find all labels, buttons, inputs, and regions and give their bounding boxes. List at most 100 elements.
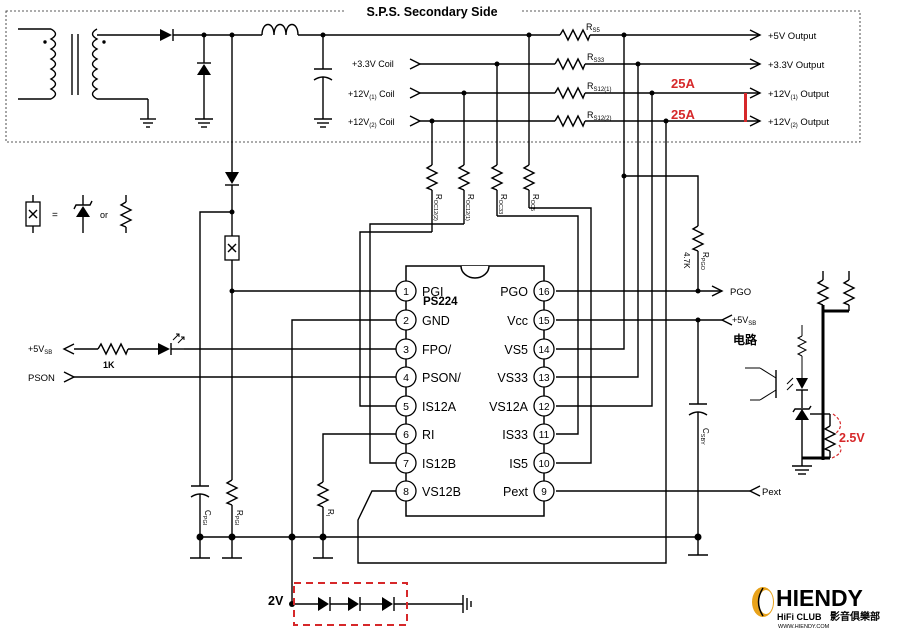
output-5v-label: +5V Output [768,31,817,42]
ic-pin-circle [395,452,417,474]
chassis-ground [462,595,472,613]
resistor-rpgo [691,225,705,252]
ic-pin-number: 12 [538,402,550,413]
ic-pin-label: IS5 [509,457,528,471]
rs5-label: RS5 [586,22,601,34]
tl431-reference-circuit [745,271,856,475]
ic-pin-number: 16 [538,287,550,298]
resistor-rs12b [554,114,586,128]
ic-pin-number: 4 [403,372,409,384]
rpgi-label: RPGI [233,510,244,526]
csby-label: CSBY [699,428,710,445]
output-12a-label: +12V(1) Output [768,89,829,101]
ic-pin-number: 13 [538,373,550,384]
fpo-led [158,333,185,355]
resistor-rs33 [554,57,586,71]
ic-right-pins: 16PGO15Vcc14VS513VS3312VS12A11IS3310IS59… [489,280,555,502]
ic-pin-number: 9 [541,487,547,498]
ic-pin-number: 1 [403,286,409,298]
ground-symbol [314,118,332,128]
ic-pin-label: VS12A [489,400,529,414]
rectifier-diode [160,29,174,41]
title-background [345,2,520,20]
resistor-roc12-1 [457,164,471,191]
ic-pin-label: VS12B [422,485,461,499]
resistor-ri [316,481,330,508]
ic-pin-label: VS5 [504,343,528,357]
rs12a-label: RS12(1) [587,81,612,93]
ic-name: PS224 [423,296,458,308]
ic-ps224 [405,265,545,517]
ic-pin-label: PGO [500,285,528,299]
ground-symbol [195,118,213,128]
rs33-label: RS33 [587,52,605,64]
diode-highlight-box [293,582,408,626]
ic-pin-number: 2 [403,315,409,327]
rail-bridge-marker [744,93,747,122]
ic-pin-label: GND [422,314,450,328]
legend-equals: = [52,210,58,221]
pgi-fuse-element [224,235,240,261]
cpgi-label: CPGI [201,510,212,526]
roc5-label: ROC5 [529,194,540,211]
roc12-2-label: ROC12(2) [432,194,443,221]
rpgo-value: 4.7K [682,252,691,269]
roc33-label: ROC33 [497,194,508,214]
ic-pin-circle [533,423,555,445]
ic-pin-label: IS12B [422,457,456,471]
ic-pin-label: IS33 [502,428,528,442]
logo-cn: 影音俱樂部 [830,610,880,623]
ic-pin-label: PSON/ [422,371,461,385]
resistor-roc5 [522,164,536,191]
coil-12b-label: +12V(2) Coil [348,117,395,129]
r1k-label: 1K [103,360,115,370]
ic-pin-circle [533,395,555,417]
current-annotation-a: 25A [671,76,695,91]
logo-sub: HiFi CLUB [777,612,822,622]
ic-pin-number: 8 [403,486,409,498]
ic-pin-label: IS12A [422,400,457,414]
ic-pin-label: RI [422,428,435,442]
ic-pin-label: VS33 [497,371,528,385]
ic-pin-label: PGI [422,285,444,299]
resistor-1k [97,342,129,356]
transformer [18,28,160,119]
ic-pin-number: 15 [538,316,550,327]
legend-or: or [100,210,108,220]
resistor-rs12a [554,86,586,100]
ic-pin-number: 6 [403,429,409,441]
freewheel-diode [197,62,211,75]
coil-33-label: +3.3V Coil [352,59,394,69]
circuit-label-cn: 电路 [733,332,758,347]
diagram-title: S.P.S. Secondary Side [366,5,497,19]
hiendy-logo [752,587,774,617]
resistor-rpgi [225,479,239,506]
ic-pin-circle [533,366,555,388]
logo-brand: HIENDY [776,585,863,611]
output-inductor [261,23,299,36]
current-annotation-b: 25A [671,107,695,122]
ic-pin-number: 7 [403,458,409,470]
ic-pin-label: Vcc [507,314,528,328]
resistor-roc12-2 [425,164,439,191]
ic-pin-label: Pext [503,485,529,499]
vsb-left-label: +5VSB [28,344,52,356]
voltage-25-label: 2.5V [839,431,865,445]
secondary-side-box [5,10,861,143]
ic-pin-number: 14 [538,345,550,356]
resistor-rs5 [559,28,591,42]
ground-symbol [140,118,156,128]
pgi-diode [225,172,239,186]
legend-element [25,195,41,233]
ic-pin-circle [533,309,555,331]
ic-pin-circle [533,280,555,302]
resistor-roc33 [490,164,504,191]
ic-pin-circle [533,452,555,474]
pgo-signal-label: PGO [730,287,751,298]
output-33-label: +3.3V Output [768,60,825,71]
legend-resistor [119,195,133,233]
logo-url: WWW.HIENDY.COM [778,624,830,630]
ic-pin-circle [533,338,555,360]
